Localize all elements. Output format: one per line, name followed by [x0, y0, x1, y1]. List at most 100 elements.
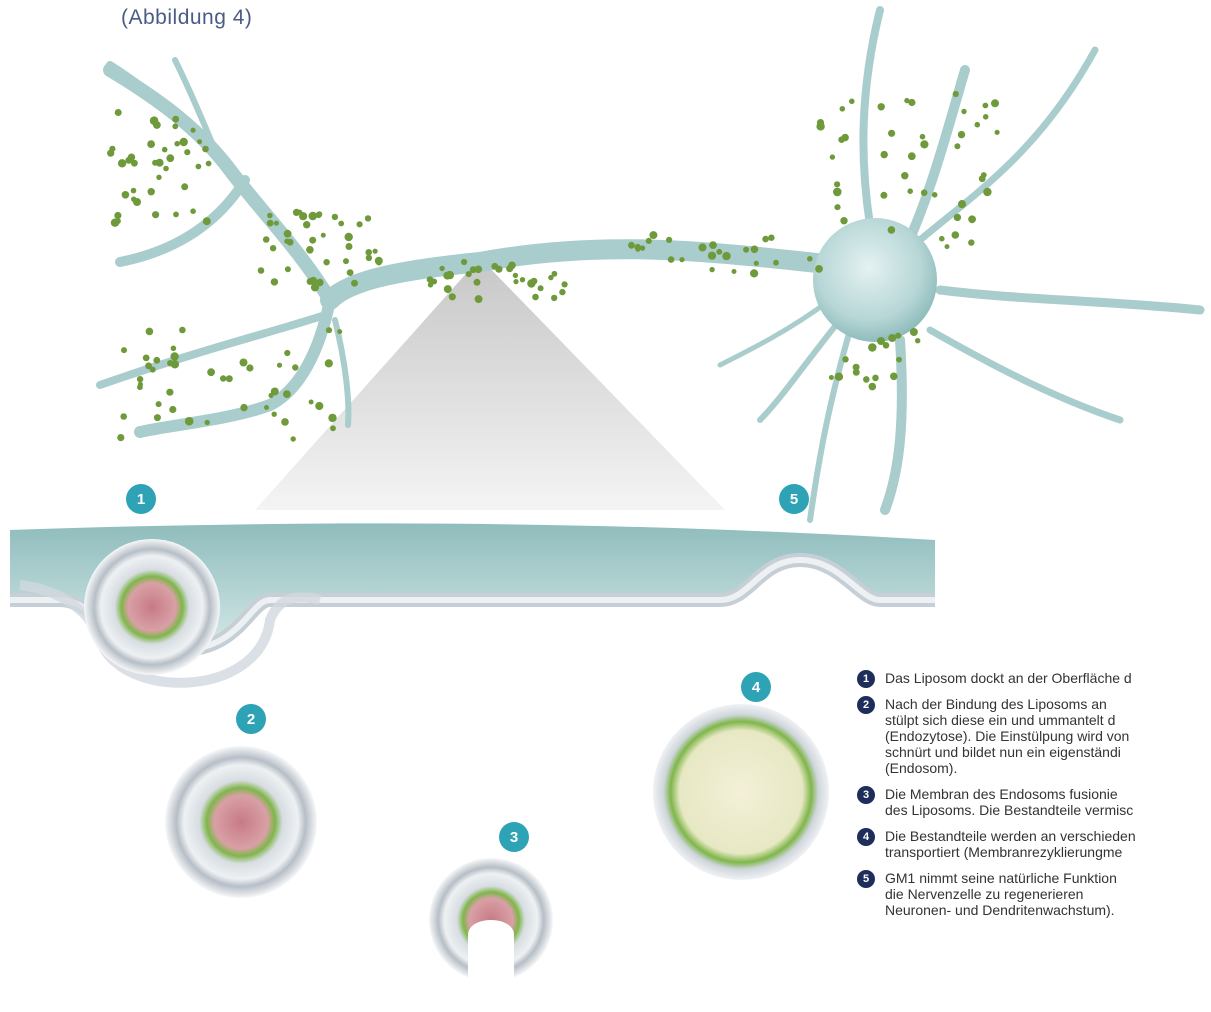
liposome-dot: [326, 327, 332, 333]
liposome-dot: [878, 103, 885, 110]
liposome-dot: [120, 413, 127, 420]
liposome-dot: [184, 149, 190, 155]
liposome-dot: [152, 160, 158, 166]
liposome-dot: [958, 131, 965, 138]
liposome-dot: [461, 259, 467, 265]
liposome-dot: [888, 130, 895, 137]
liposome-dot: [351, 280, 358, 287]
liposome-dot: [635, 247, 640, 252]
liposome-dot: [309, 212, 318, 221]
liposome-dot: [896, 357, 902, 363]
liposome-dot: [131, 188, 137, 194]
liposome-dot: [258, 267, 265, 274]
liposome-dot: [863, 376, 870, 383]
liposome-dot: [283, 390, 291, 398]
step-badge-1: 1: [126, 484, 156, 514]
liposome-dot: [904, 98, 909, 103]
liposome-dot: [840, 106, 846, 112]
liposome-dot: [470, 266, 477, 273]
liposome-dot: [668, 256, 675, 263]
liposome-dot: [834, 181, 840, 187]
liposome-dot: [376, 260, 382, 266]
liposome-dot: [180, 138, 188, 146]
liposome-dot: [321, 233, 326, 238]
liposome-dot: [202, 146, 209, 153]
liposome-dot: [699, 244, 707, 252]
liposome-dot: [150, 367, 156, 373]
liposome-dot: [958, 200, 966, 208]
liposome-dot: [240, 404, 247, 411]
liposome-dot: [888, 226, 896, 234]
liposome-dot: [267, 213, 273, 219]
liposome-dot: [270, 245, 276, 251]
liposome-dot: [137, 376, 143, 382]
vesicle-1: [84, 539, 220, 675]
liposome-dot: [264, 405, 269, 410]
liposome-dot: [185, 417, 194, 426]
liposome-dot: [181, 183, 188, 190]
liposome-dot: [915, 338, 920, 343]
liposome-dot: [154, 414, 161, 421]
liposome-dot: [143, 355, 150, 362]
liposome-dot: [983, 114, 989, 120]
legend-text-2: Nach der Bindung des Liposoms an stülpt …: [885, 696, 1211, 776]
liposome-dot: [890, 373, 898, 381]
liposome-dot: [842, 134, 849, 141]
liposome-dot: [338, 221, 344, 227]
liposome-dot: [365, 249, 372, 256]
liposome-dot: [531, 278, 538, 285]
liposome-dot: [754, 261, 759, 266]
liposome-dot: [153, 121, 161, 129]
liposome-dot: [991, 99, 999, 107]
liposome-dot: [920, 134, 926, 140]
liposome-dot: [666, 237, 672, 243]
legend-number-4: 4: [857, 828, 875, 846]
vesicle-3-invagination: [468, 920, 514, 985]
liposome-dot: [952, 231, 960, 239]
liposome-dot: [709, 267, 714, 272]
liposome-dot: [153, 357, 160, 364]
liposome-dot: [269, 393, 274, 398]
liposome-dot: [995, 130, 1000, 135]
liposome-dot: [138, 382, 143, 387]
liposome-dot: [325, 359, 333, 367]
liposome-dot: [277, 363, 282, 368]
legend-text-3: Die Membran des Endosoms fusionie des Li…: [885, 786, 1211, 818]
liposome-dot: [835, 373, 843, 381]
liposome-dot: [107, 150, 114, 157]
liposome-dot: [171, 346, 177, 352]
liposome-dot: [226, 375, 233, 382]
liposome-dot: [932, 192, 938, 198]
liposome-dot: [205, 420, 210, 425]
liposome-dot: [196, 164, 202, 170]
liposome-dot: [551, 295, 557, 301]
liposome-dot: [849, 99, 855, 105]
liposome-dot: [979, 175, 986, 182]
liposome-dot: [883, 342, 890, 349]
liposome-dot: [513, 279, 518, 284]
liposome-dot: [807, 256, 813, 262]
liposome-dot: [538, 285, 544, 291]
liposome-dot: [881, 151, 888, 158]
liposome-dot: [315, 402, 323, 410]
liposome-dot: [128, 154, 135, 161]
legend-item-5: 5 GM1 nimmt seine natürliche Funktion di…: [857, 870, 1211, 918]
liposome-dot: [246, 364, 253, 371]
liposome-dot: [284, 239, 289, 244]
liposome-dot: [835, 204, 841, 210]
liposome-dot: [750, 269, 758, 277]
liposome-dot: [147, 140, 155, 148]
liposome-dot: [169, 406, 176, 413]
liposome-dot: [869, 383, 877, 391]
liposome-dot: [172, 123, 178, 129]
liposome-dot: [115, 109, 122, 116]
liposome-dot: [833, 188, 842, 197]
liposome-dot: [281, 418, 289, 426]
liposome-dot: [148, 188, 155, 195]
liposome-dot: [871, 344, 876, 349]
liposome-dot: [240, 359, 248, 367]
step-badge-4: 4: [741, 672, 771, 702]
liposome-dot: [907, 188, 913, 194]
liposome-dot: [197, 139, 202, 144]
liposome-dot: [815, 265, 823, 273]
